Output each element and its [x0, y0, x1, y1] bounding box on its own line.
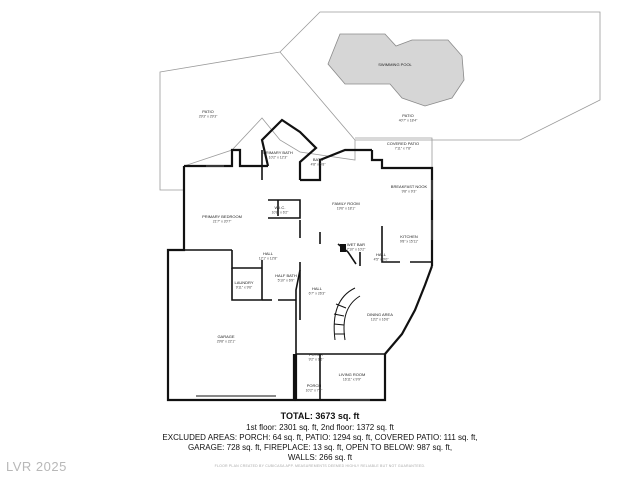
fireplace — [340, 244, 346, 252]
room-label-primary-bedroom: PRIMARY BEDROOM — [202, 214, 242, 219]
room-label-hall-upper: HALL — [263, 251, 274, 256]
patio-right-outline — [279, 11, 601, 141]
room-dimension-patio-right: 40'7" x 18'4" — [399, 119, 418, 123]
room-dimension-hall-upper: 12'1" x 12'8" — [259, 257, 278, 261]
room-label-family-room: FAMILY ROOM — [332, 201, 359, 206]
excluded-areas-line-1: EXCLUDED AREAS: PORCH: 64 sq. ft, PATIO:… — [162, 433, 478, 442]
watermark: LVR 2025 — [6, 459, 67, 474]
floor-breakdown: 1st floor: 2301 sq. ft, 2nd floor: 1372 … — [246, 423, 394, 432]
room-label-garage: GARAGE — [217, 334, 234, 339]
room-dimension-covered-patio: 7'11" x 7'8" — [395, 147, 412, 151]
room-dimension-hall-center: 6'7" x 26'3" — [309, 292, 327, 296]
room-label-dining-area: DINING AREA — [367, 312, 393, 317]
covered-patio-outline — [355, 137, 433, 168]
room-label-pool: SWIMMING POOL — [378, 62, 412, 67]
swimming-pool — [327, 33, 465, 107]
room-dimension-living-room: 16'11" x 9'9" — [343, 378, 362, 382]
excluded-areas-line-2: GARAGE: 728 sq. ft, FIREPLACE: 13 sq. ft… — [187, 443, 453, 452]
patio-left-outline — [159, 51, 356, 191]
room-dimension-dining-area: 13'2" x 16'6" — [371, 318, 390, 322]
room-label-foyer: FOYER — [309, 352, 323, 357]
disclaimer: FLOOR PLAN CREATED BY CUBICASA APP. MEAS… — [214, 464, 426, 468]
room-label-living-room: LIVING ROOM — [339, 372, 366, 377]
room-label-patio-left: PATIO — [202, 109, 213, 114]
room-label-breakfast-nook: BREAKFAST NOOK — [391, 184, 428, 189]
staircase — [333, 287, 361, 341]
room-dimension-wic: 10'8" x 6'2" — [272, 211, 290, 215]
room-label-hall-kitchen: HALL — [376, 252, 387, 257]
window-markers — [206, 165, 433, 401]
room-dimension-laundry: 9'11" x 9'6" — [236, 286, 253, 290]
room-label-laundry: LAUNDRY — [234, 280, 253, 285]
room-dimension-patio-left: 29'3" x 29'3" — [199, 115, 218, 119]
room-label-half-bath: HALF BATH — [275, 273, 297, 278]
room-label-porch: PORCH — [307, 383, 322, 388]
room-dimension-half-bath: 5'10" x 6'9" — [278, 279, 296, 283]
room-label-patio-right: PATIO — [402, 113, 413, 118]
room-dimension-kitchen: 9'8" x 15'11" — [400, 240, 419, 244]
room-dimension-primary-bedroom: 21'7" x 20'7" — [213, 220, 232, 224]
room-dimension-breakfast-nook: 9'8" x 9'3" — [402, 190, 418, 194]
total-area: TOTAL: 3673 sq. ft — [280, 411, 360, 421]
room-label-kitchen: KITCHEN — [400, 234, 418, 239]
room-dimension-garage: 29'8" x 22'1" — [217, 340, 236, 344]
room-dimension-wet-bar: 7'10" x 10'2" — [347, 248, 366, 252]
interior-walls — [184, 150, 432, 400]
room-label-bath: BATH — [313, 157, 323, 162]
room-dimension-family-room: 19'6" x 18'1" — [337, 207, 356, 211]
walls-area: WALLS: 266 sq. ft — [287, 453, 353, 462]
room-label-covered-patio: COVERED PATIO — [387, 141, 419, 146]
exterior-walls — [166, 118, 434, 402]
room-dimension-primary-bath: 10'2" x 12'3" — [269, 156, 288, 160]
room-label-primary-bath: PRIMARY BATH — [263, 150, 293, 155]
room-dimension-porch: 10'2" x 7'4" — [306, 389, 324, 393]
room-label-hall-center: HALL — [312, 286, 323, 291]
room-label-wic: W.I.C. — [275, 205, 286, 210]
room-label-wet-bar: WET BAR — [347, 242, 365, 247]
room-dimension-foyer: 9'2" x 9'5" — [309, 358, 325, 362]
room-dimension-hall-kitchen: 4'5" x 9'0" — [374, 258, 390, 262]
room-dimension-bath: 4'8" x 5'8" — [311, 163, 327, 167]
